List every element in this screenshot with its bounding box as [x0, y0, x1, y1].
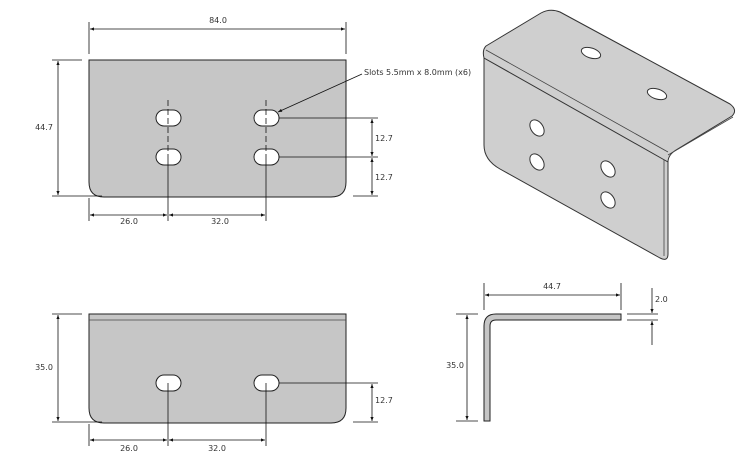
iso-slot — [529, 119, 545, 137]
side-view-profile — [483, 313, 622, 422]
slot — [155, 148, 182, 166]
dim-height-label: 44.7 — [35, 123, 53, 132]
iso-slot — [646, 87, 668, 101]
callout-leader — [277, 73, 363, 113]
dim-height-label: 35.0 — [446, 361, 464, 370]
iso-top-flange — [482, 9, 736, 163]
slot — [155, 109, 182, 127]
slot — [155, 374, 182, 392]
iso-slot — [580, 46, 602, 60]
isometric-view — [482, 9, 736, 260]
top-view-plate — [88, 59, 347, 198]
dim-height-label: 35.0 — [35, 363, 53, 372]
dim-offset-label: 26.0 — [120, 217, 138, 226]
slot — [253, 109, 280, 127]
iso-slot — [529, 153, 545, 171]
dim-thickness-label: 2.0 — [655, 295, 668, 304]
front-view: 35.0 12.7 26.0 32.0 — [35, 313, 393, 453]
top-view: 84.0 44.7 26.0 32.0 12.7 12.7 Slots 5.5m… — [35, 16, 471, 226]
iso-flange-edge — [667, 116, 734, 156]
iso-slot — [600, 160, 616, 178]
iso-slot — [600, 191, 616, 209]
dim-width-label: 84.0 — [209, 16, 227, 25]
dim-slot-upper-label: 12.7 — [375, 134, 393, 143]
slot-callout-label: Slots 5.5mm x 8.0mm (x6) — [364, 68, 471, 77]
dim-spacing-label: 32.0 — [208, 444, 226, 453]
front-view-plate — [88, 313, 347, 424]
iso-vertical-plate — [483, 57, 669, 260]
iso-bend-line — [485, 49, 669, 153]
dim-slot-lower-label: 12.7 — [375, 173, 393, 182]
slot — [253, 148, 280, 166]
dim-spacing-label: 32.0 — [211, 217, 229, 226]
dim-slot-label: 12.7 — [375, 396, 393, 405]
dim-offset-label: 26.0 — [120, 444, 138, 453]
dim-flange-label: 44.7 — [543, 282, 561, 291]
side-view: 44.7 35.0 2.0 — [446, 282, 668, 422]
slot — [253, 374, 280, 392]
